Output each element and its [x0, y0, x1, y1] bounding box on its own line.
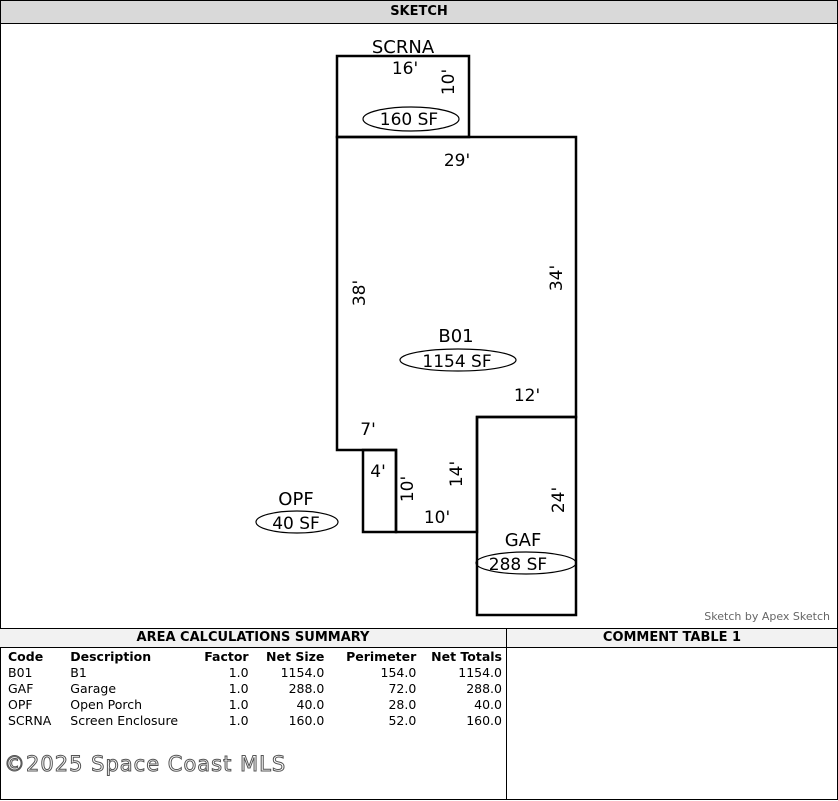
cell-code: OPF [8, 697, 33, 712]
dim-gaf-depth: 24' [549, 487, 569, 513]
area-calculations-panel: AREA CALCULATIONS SUMMARY Code Descripti… [0, 629, 507, 800]
copyright-watermark: ©2025 Space Coast MLS [3, 752, 287, 777]
cell-perimeter: 28.0 [388, 697, 417, 712]
cell-net-size: 1154.0 [280, 665, 325, 680]
gaf-outline [475, 415, 578, 617]
cell-net-totals: 40.0 [474, 697, 502, 712]
area-sf-b01: 1154 SF [422, 352, 491, 372]
area-sf-opf: 40 SF [272, 514, 320, 534]
area-sf-gaf: 288 SF [489, 555, 547, 575]
area-summary-title: AREA CALCULATIONS SUMMARY [0, 629, 506, 648]
cell-code: SCRNA [8, 713, 52, 728]
cell-description: Open Porch [70, 697, 143, 712]
table-row: OPF Open Porch 1.0 40.0 28.0 40.0 [6, 697, 504, 713]
dim-b01-inner: 14' [447, 461, 467, 487]
cell-factor: 1.0 [228, 681, 249, 696]
dim-b01-right: 34' [547, 265, 567, 291]
dim-scrna-width: 16' [392, 59, 418, 79]
comment-table-title: COMMENT TABLE 1 [507, 629, 837, 648]
dim-b01-bottom: 10' [424, 508, 450, 528]
table-row: GAF Garage 1.0 288.0 72.0 288.0 [6, 681, 504, 697]
area-code-opf: OPF [278, 489, 313, 510]
col-perimeter: Perimeter [346, 649, 417, 664]
col-description: Description [70, 649, 152, 664]
col-code: Code [8, 649, 44, 664]
opf-outline [361, 448, 398, 534]
col-factor: Factor [204, 649, 249, 664]
cell-net-totals: 288.0 [466, 681, 502, 696]
area-sf-scrna: 160 SF [380, 110, 438, 130]
table-header-row: Code Description Factor Net Size Perimet… [6, 648, 504, 665]
dim-b01-step: 12' [514, 386, 540, 406]
dim-b01-left: 38' [350, 280, 370, 306]
cell-net-size: 160.0 [288, 713, 325, 728]
cell-factor: 1.0 [228, 697, 249, 712]
cell-perimeter: 52.0 [388, 713, 417, 728]
cell-description: Garage [70, 681, 117, 696]
cell-net-size: 288.0 [288, 681, 325, 696]
dim-scrna-depth: 10' [439, 69, 459, 95]
area-oval-opf [255, 510, 339, 534]
dim-opf-width: 4' [370, 462, 386, 482]
area-oval-b01 [399, 348, 517, 372]
cell-net-totals: 160.0 [466, 713, 502, 728]
cell-perimeter: 72.0 [388, 681, 417, 696]
area-oval-gaf [475, 551, 577, 575]
cell-code: GAF [8, 681, 34, 696]
cell-factor: 1.0 [228, 713, 249, 728]
cell-net-totals: 1154.0 [458, 665, 502, 680]
cell-code: B01 [8, 665, 33, 680]
comment-table-panel: COMMENT TABLE 1 [507, 629, 837, 800]
col-net-size: Net Size [266, 649, 325, 664]
cell-description: Screen Enclosure [70, 713, 179, 728]
dim-opf-depth: 10' [398, 476, 418, 502]
cell-description: B1 [70, 665, 87, 680]
area-oval-scrna [362, 106, 460, 132]
table-row: B01 B1 1.0 1154.0 154.0 1154.0 [6, 665, 504, 681]
area-code-gaf: GAF [505, 530, 542, 551]
bottom-section: AREA CALCULATIONS SUMMARY Code Descripti… [0, 628, 838, 801]
area-code-scrna: SCRNA [372, 37, 435, 58]
col-net-totals: Net Totals [431, 649, 502, 664]
cell-net-size: 40.0 [296, 697, 325, 712]
sketch-header: SKETCH [1, 1, 837, 24]
area-summary-table: Code Description Factor Net Size Perimet… [6, 648, 504, 729]
sketch-credit: Sketch by Apex Sketch [704, 610, 830, 623]
dim-b01-top: 29' [444, 151, 470, 171]
dim-b01-notch: 7' [360, 420, 376, 440]
cell-factor: 1.0 [228, 665, 249, 680]
floor-plan-sketch: SCRNA 160 SF B01 1154 SF OPF 40 SF GAF 2… [255, 37, 578, 617]
area-code-b01: B01 [438, 326, 473, 347]
table-row: SCRNA Screen Enclosure 1.0 160.0 52.0 16… [6, 713, 504, 729]
cell-perimeter: 154.0 [380, 665, 417, 680]
